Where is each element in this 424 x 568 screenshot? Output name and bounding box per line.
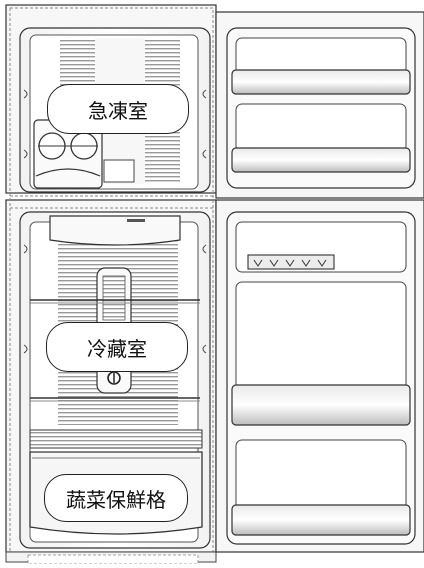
fridge-door [215, 199, 424, 553]
fridge-label: 冷藏室 [46, 322, 188, 372]
freezer-label: 急凍室 [47, 84, 189, 134]
crisper-label: 蔬菜保鮮格 [44, 474, 188, 522]
freezer-door [215, 11, 424, 199]
base [5, 551, 217, 565]
fridge-compartment [19, 211, 211, 549]
